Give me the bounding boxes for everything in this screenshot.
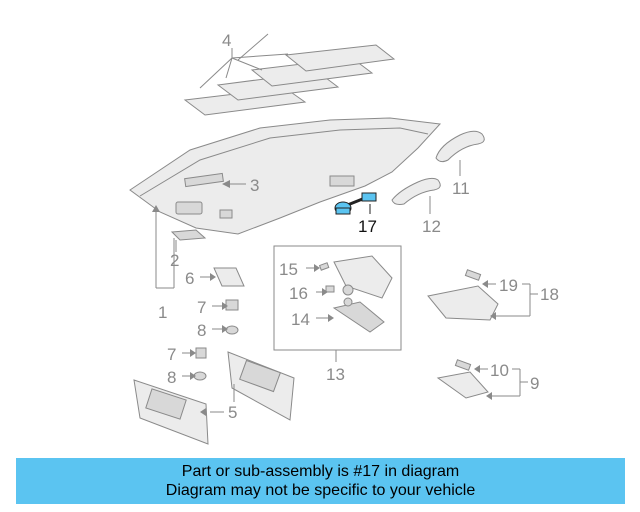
callout-13: 13 (326, 365, 345, 384)
callout-11: 11 (452, 179, 470, 198)
sun-visors (133, 351, 295, 445)
headliner (129, 117, 442, 235)
callout-6: 6 (185, 269, 194, 288)
parts-diagram: 4 3 2 6 7 8 1 7 8 5 11 12 17 15 16 14 13… (129, 31, 559, 445)
callout-3: 3 (250, 176, 259, 195)
callout-19: 19 (499, 276, 518, 295)
callout-1: 1 (158, 303, 167, 322)
callout-15: 15 (279, 260, 298, 279)
banner-line-1: Part or sub-assembly is #17 in diagram (181, 463, 460, 480)
part-17-highlighted (334, 192, 377, 215)
callout-4: 4 (222, 31, 231, 50)
callout-10: 10 (490, 361, 509, 380)
headliner-pads (183, 44, 396, 116)
callout-18: 18 (540, 285, 559, 304)
callout-9: 9 (530, 374, 539, 393)
callout-2: 2 (170, 251, 179, 270)
callout-labels: 4 3 2 6 7 8 1 7 8 5 11 12 17 15 16 14 13… (158, 31, 559, 422)
callout-8-lower: 8 (167, 368, 176, 387)
callout-7-lower: 7 (167, 345, 176, 364)
callout-12: 12 (422, 217, 441, 236)
banner-line-2: Diagram may not be specific to your vehi… (165, 482, 476, 499)
callout-4-leaders (199, 33, 289, 89)
callout-16: 16 (289, 284, 308, 303)
callout-5: 5 (228, 403, 237, 422)
callout-17: 17 (358, 217, 377, 236)
leader-lines (152, 160, 538, 416)
callout-7-upper: 7 (197, 298, 206, 317)
info-banner: Part or sub-assembly is #17 in diagram D… (16, 458, 625, 504)
callout-8-upper: 8 (197, 321, 206, 340)
callout-14: 14 (291, 310, 310, 329)
